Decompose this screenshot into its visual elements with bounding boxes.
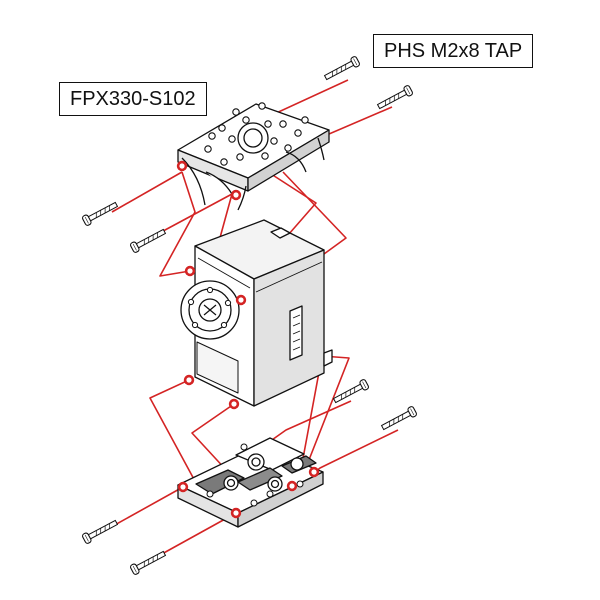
- screw-icon: [129, 226, 168, 254]
- bottom-frame: [177, 437, 324, 528]
- screw-part-label: PHS M2x8 TAP: [373, 34, 534, 68]
- screw-icon: [375, 84, 414, 112]
- guide-path-screw-low-2: [150, 512, 237, 561]
- bottom-frame-hole-front: [230, 507, 242, 519]
- screw-icon: [322, 55, 361, 83]
- top-frame-hole-rear: [176, 160, 188, 172]
- servo-hole-bottom-rear: [183, 374, 195, 386]
- top-frame: [177, 102, 330, 211]
- guide-path-screw-left-2: [151, 193, 233, 238]
- screw-icon: [129, 548, 168, 576]
- bottom-frame-hole-right-1: [286, 480, 298, 492]
- guide-path-screw-left-1: [111, 171, 183, 213]
- servo-hole-top-front: [235, 294, 247, 306]
- servo-hole-top-rear: [184, 265, 196, 277]
- bottom-frame-hole-right-2: [308, 466, 320, 478]
- screw-icon: [81, 199, 120, 227]
- screw-icon: [81, 517, 120, 545]
- bottom-frame-hole-rear: [177, 481, 189, 493]
- guide-path-top-rear: [159, 171, 196, 277]
- top-frame-hole-front: [230, 189, 242, 201]
- guide-path-top-right-2: [282, 171, 347, 255]
- guide-path-bottom-rear: [149, 379, 197, 488]
- frame-part-label: FPX330-S102: [59, 82, 207, 116]
- screw-icon: [379, 405, 418, 433]
- servo-hole-bottom-front: [228, 398, 240, 410]
- servo-icon: [180, 219, 333, 407]
